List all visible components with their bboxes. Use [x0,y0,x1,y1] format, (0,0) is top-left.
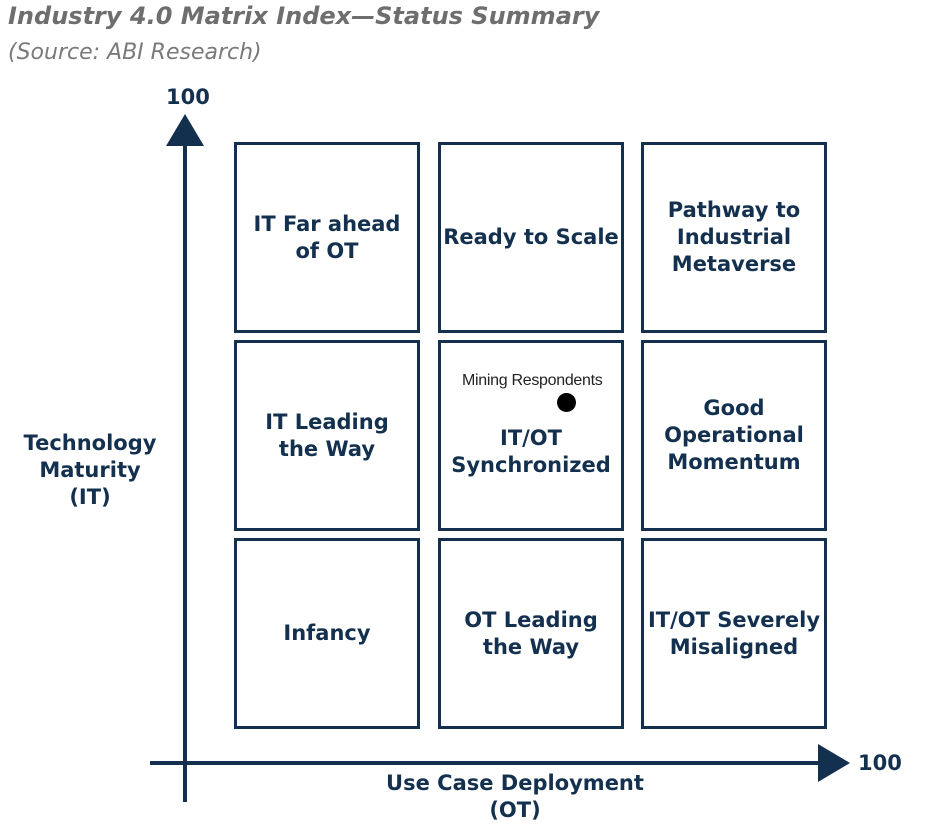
matrix-cell-label: Pathway to Industrial Metaverse [667,198,801,276]
matrix-cell-good-momentum: Good Operational Momentum [641,340,827,531]
y-axis-max-label: 100 [166,85,210,109]
matrix-cell-it-far-ahead: IT Far ahead of OT [234,142,420,333]
matrix-cell-label: Good Operational Momentum [664,396,804,474]
matrix-cell-label: IT/OT Severely Misaligned [647,607,821,659]
x-axis-title: Use Case Deployment (OT) [386,771,644,822]
matrix-cell-infancy: Infancy [234,538,420,729]
diagram-title: Industry 4.0 Matrix Index—Status Summary [8,2,600,30]
mining-respondents-label: Mining Respondents [462,372,603,389]
diagram-source: (Source: ABI Research) [8,40,262,65]
matrix-cell-label: Ready to Scale [443,225,619,249]
y-axis-title: Technology Maturity (IT) [23,431,157,509]
x-axis-arrow-icon [818,744,850,782]
matrix-cell-ot-leading: OT Leading the Way [438,538,624,729]
y-axis-line [183,140,187,802]
matrix-cell-label: IT Far ahead of OT [253,211,401,263]
x-axis-line [150,761,822,765]
matrix-cell-label: OT Leading the Way [464,607,598,659]
matrix-cell-industrial-metaverse: Pathway to Industrial Metaverse [641,142,827,333]
mining-respondents-marker [557,393,576,412]
matrix-cell-ready-to-scale: Ready to Scale [438,142,624,333]
matrix-cell-it-ot-synchronized: IT/OT Synchronized [438,340,624,531]
matrix-cell-label: IT Leading the Way [265,409,389,461]
matrix-cell-severely-misaligned: IT/OT Severely Misaligned [641,538,827,729]
x-axis-max-label: 100 [858,751,902,775]
matrix-cell-label: Infancy [283,621,371,645]
matrix-cell-it-leading: IT Leading the Way [234,340,420,531]
matrix-cell-label: IT/OT Synchronized [451,425,611,477]
